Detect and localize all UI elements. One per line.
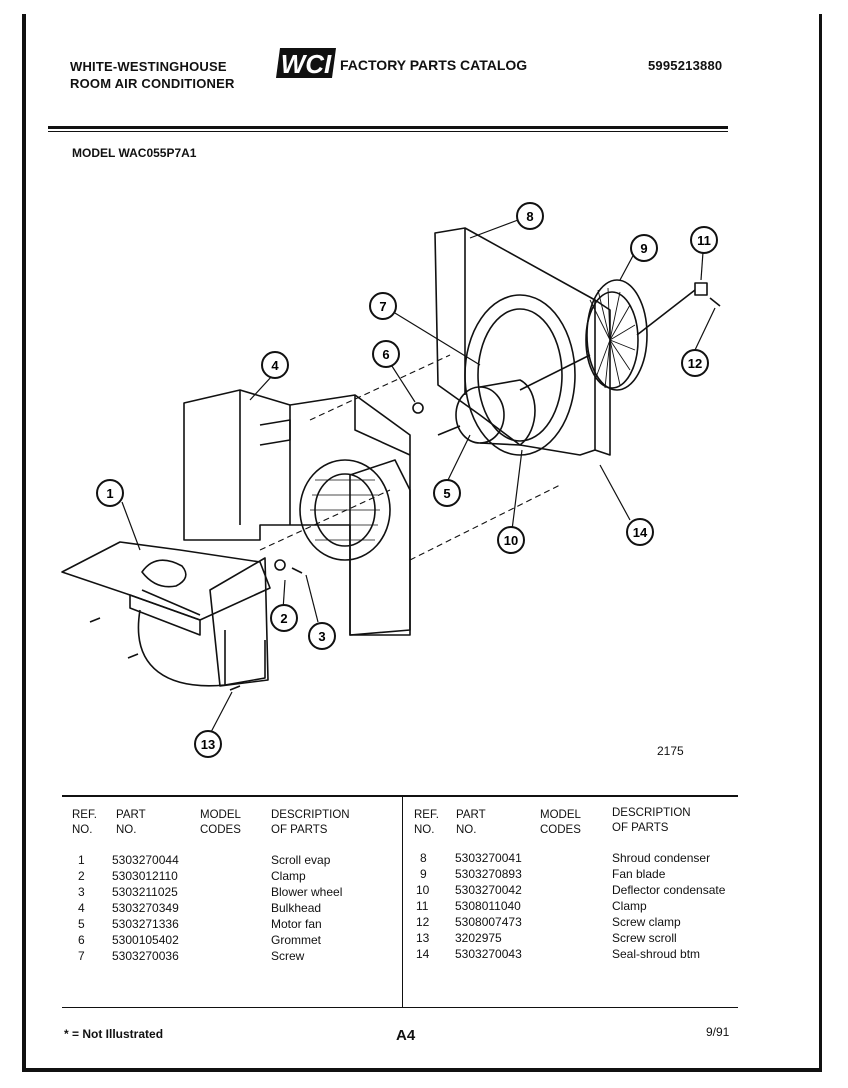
svg-text:4: 4 (271, 358, 279, 373)
header-ref-right: REF.NO. (414, 809, 439, 836)
callout-3: 3 (308, 622, 336, 650)
catalog-number: 5995213880 (648, 58, 723, 73)
callout-6: 6 (372, 340, 400, 368)
svg-text:12: 12 (688, 356, 702, 371)
callout-5: 5 (433, 479, 461, 507)
svg-text:10: 10 (504, 533, 518, 548)
exploded-parts-diagram: 1 2 3 4 5 6 7 8 9 10 11 12 13 14 (61, 202, 721, 758)
bulkhead-drawing (183, 389, 411, 636)
svg-text:6: 6 (382, 347, 389, 362)
brand-line-2: ROOM AIR CONDITIONER (70, 76, 235, 91)
brand-line-1: WHITE-WESTINGHOUSE (70, 59, 227, 74)
motor-fan-drawing (437, 354, 591, 446)
svg-text:2: 2 (280, 611, 287, 626)
svg-text:7: 7 (379, 299, 386, 314)
scroll-evap-drawing (61, 541, 271, 687)
table-top-rule (62, 795, 738, 797)
header-ref: REF.NO. (72, 809, 97, 836)
model-label: MODEL WAC055P7A1 (72, 146, 197, 160)
figure-number: 2175 (657, 744, 684, 758)
logo-text: WCI (281, 49, 332, 79)
not-illustrated-note: * = Not Illustrated (64, 1027, 164, 1041)
header-rule (48, 126, 728, 129)
callout-1: 1 (96, 479, 124, 507)
svg-text:9: 9 (640, 241, 647, 256)
svg-text:11: 11 (697, 233, 711, 248)
svg-text:5: 5 (443, 486, 450, 501)
brand-block: WHITE-WESTINGHOUSE ROOM AIR CONDITIONER (70, 58, 235, 92)
page-frame (22, 14, 822, 1072)
page-number: A4 (396, 1027, 416, 1044)
shroud-condenser-drawing (434, 227, 611, 456)
callout-14: 14 (626, 518, 654, 546)
callout-4: 4 (261, 351, 289, 379)
callout-2: 2 (270, 604, 298, 632)
header-rule-thin (48, 131, 728, 132)
revision-date: 9/91 (706, 1025, 730, 1039)
svg-text:14: 14 (633, 525, 648, 540)
table-divider (402, 797, 403, 1007)
callout-11: 11 (690, 226, 718, 254)
svg-text:13: 13 (201, 737, 215, 752)
svg-text:1: 1 (106, 486, 113, 501)
blower-wheel-drawing (299, 459, 411, 636)
callout-13: 13 (194, 730, 222, 758)
callout-8: 8 (516, 202, 544, 230)
callout-7: 7 (369, 292, 397, 320)
table-bottom-rule (62, 1007, 738, 1008)
wci-logo: WCI (276, 46, 338, 85)
catalog-title: FACTORY PARTS CATALOG (340, 57, 528, 73)
svg-text:3: 3 (318, 629, 325, 644)
svg-text:8: 8 (526, 209, 533, 224)
callout-10: 10 (497, 526, 525, 554)
fan-blade-drawing (585, 279, 696, 391)
callout-12: 12 (681, 349, 709, 377)
callout-9: 9 (630, 234, 658, 262)
